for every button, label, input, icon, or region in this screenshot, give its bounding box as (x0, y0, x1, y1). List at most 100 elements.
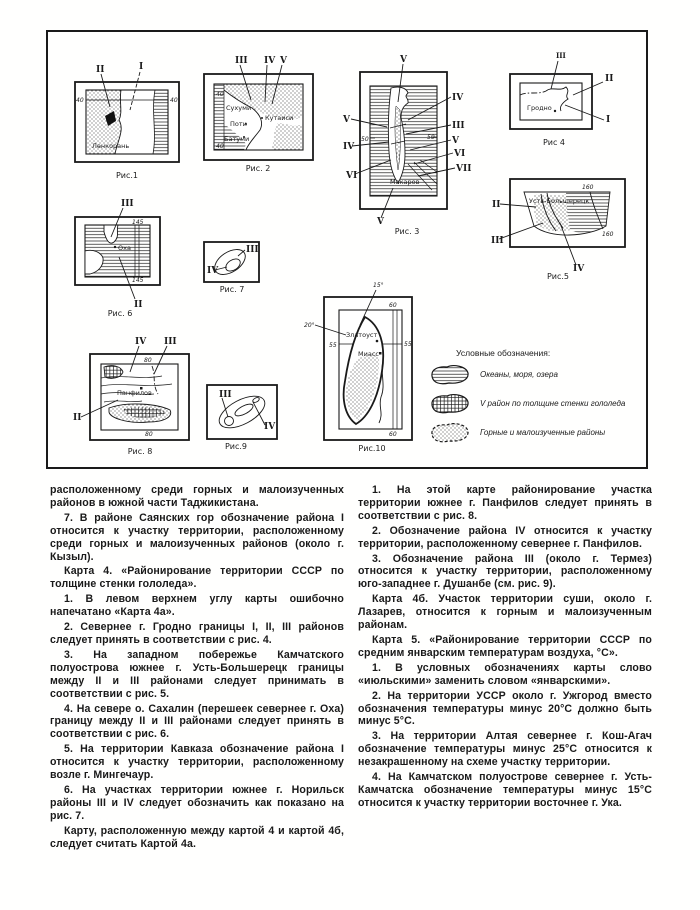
latitude-label: 40 (216, 91, 224, 98)
figure-caption: Рис. 3 (395, 227, 420, 236)
roman-numeral-label: II (96, 65, 104, 75)
mountain-region (224, 84, 303, 120)
paragraph: Карта 4б. Участок территории суши, около… (358, 593, 653, 632)
paragraph: 4. На Камчатском полуострове севернее г.… (358, 771, 652, 809)
legend-item: Океаны, моря, озера (428, 363, 646, 387)
latitude-label: 40 (76, 97, 84, 104)
paragraph: 2. Севернее г. Гродно границы I, II, III… (50, 621, 344, 646)
latitude-label: 50 (361, 136, 369, 143)
roman-numeral-label: II (492, 200, 500, 210)
mountain-region (86, 90, 122, 154)
map-legend: Условные обозначения: Океаны, моря, озер… (428, 348, 646, 445)
sea-region (152, 89, 169, 155)
longitude-label: 160 (602, 231, 614, 238)
mountain-region (272, 122, 303, 150)
roman-numeral-label: V (451, 136, 460, 146)
legend-title: Условные обозначения: (456, 348, 551, 358)
figure-caption: Рис. 6 (108, 309, 133, 318)
latitude-label: 55 (404, 341, 412, 348)
city-label: Поти (230, 120, 247, 128)
figure-8-map: Панфилов 80 80 IV III II Рис. 8 (73, 337, 190, 456)
city-label: Макаров (390, 178, 420, 186)
figure-panel: 40 40 II I Ленкорань Рис.1 Суху (46, 30, 648, 469)
city-label: Миасс (358, 350, 379, 358)
paragraph: 1. В левом верхнем углу карты ошибочно н… (50, 593, 344, 619)
roman-numeral-label: IV (135, 337, 147, 347)
sea-region (566, 192, 610, 233)
body-text: расположенному среди горных и малоизучен… (50, 484, 652, 852)
land-region (84, 249, 104, 275)
longitude-label: 60 (389, 302, 397, 309)
figure-3-map: 50 50 Макаров V V IV VI IV III V VI VII (342, 55, 471, 236)
district-region (123, 407, 166, 418)
paragraph: 5. На территории Кавказа обозначение рай… (50, 743, 344, 782)
roman-numeral-label: III (246, 245, 259, 255)
roman-numeral-label: III (121, 199, 134, 209)
paragraph: 2. Обозначение района IV относится к уча… (358, 524, 652, 550)
paragraph: 3. На западном побережье Камчатского пол… (50, 648, 344, 700)
paragraph: 1. В условных обозначениях карты слово «… (358, 661, 652, 687)
city-label: Оха (118, 244, 131, 252)
roman-numeral-label: IV (343, 142, 355, 152)
paragraph: 6. На участках территории южнее г. Норил… (50, 783, 344, 822)
mountain-region (346, 354, 380, 421)
mountain-strip (394, 105, 401, 171)
figure-5-map: Усть-Большерецк 160 160 II III IV Рис.5 (491, 178, 626, 281)
roman-numeral-label: I (606, 115, 610, 125)
longitude-label: 60 (389, 431, 397, 438)
latitude-label: 55 (329, 342, 337, 349)
figures-drawing: 40 40 II I Ленкорань Рис.1 Суху (73, 51, 626, 456)
roman-numeral-label: VI (345, 171, 357, 181)
roman-numeral-label: IV (452, 93, 464, 103)
figure-6-map: Оха 145 145 III II Рис. 6 (74, 199, 161, 318)
figure-caption: Рис.10 (358, 444, 385, 453)
sea-region (224, 124, 246, 150)
city-label: Гродно (527, 104, 552, 112)
longitude-label: 145 (132, 277, 144, 284)
text-column-right: 1. На этой карте районирование участка т… (358, 484, 652, 852)
paragraph: 4. На севере о. Сахалин (перешеек северн… (50, 702, 344, 741)
latitude-label: 50 (427, 134, 435, 141)
city-label: Сухуми (226, 104, 251, 112)
roman-numeral-label: III (164, 337, 177, 347)
roman-numeral-label: IV (573, 264, 585, 274)
roman-numeral-label: III (491, 236, 504, 246)
figure-2-map: Сухуми Поти Батуми Кутаиси 40 40 III IV … (203, 56, 314, 173)
paragraph: Карта 5. «Районирование территории СССР … (358, 633, 652, 659)
figure-caption: Рис. 8 (128, 447, 153, 456)
figure-7-diagram: III IV Рис. 7 (203, 241, 260, 294)
latitude-label: 80 (145, 431, 153, 438)
figure-caption: Рис. 7 (220, 285, 245, 294)
roman-numeral-label: II (134, 300, 142, 310)
figure-9-diagram: III IV Рис.9 (206, 384, 278, 451)
paragraph: 2. На территории УССР около г. Ужгород в… (358, 689, 652, 728)
roman-numeral-label: III (556, 51, 566, 60)
roman-numeral-label: IV (264, 56, 276, 66)
figure-caption: Рис.5 (547, 272, 569, 281)
roman-numeral-label: II (73, 413, 81, 423)
figure-caption: Рис. 2 (246, 164, 271, 173)
legend-label: V район по толщине стенки гололеда (480, 399, 626, 408)
legend-label: Горные и малоизученные районы (480, 428, 606, 437)
roman-numeral-label: III (219, 390, 232, 400)
paragraph: 3. Обозначение района III (около г. Терм… (358, 552, 652, 591)
roman-numeral-label: II (605, 74, 613, 84)
legend-label: Океаны, моря, озера (480, 370, 558, 379)
text-column-left: расположенному среди горных и малоизучен… (50, 484, 344, 852)
longitude-label: 160 (582, 184, 594, 191)
paragraph: расположенному среди горных и малоизучен… (50, 484, 344, 509)
longitude-label: 145 (132, 219, 144, 226)
meridian-label: 15° (373, 282, 384, 289)
legend-item: Горные и малоизученные районы (428, 421, 646, 445)
roman-numeral-label: VI (453, 149, 465, 159)
meridian-label: 20° (304, 322, 315, 329)
roman-numeral-label: V (376, 217, 385, 227)
dots-swatch-icon (431, 423, 469, 443)
city-label: Ленкорань (92, 142, 129, 150)
city-label: Усть-Большерецк (529, 197, 589, 205)
roman-numeral-label: III (235, 56, 248, 66)
roman-numeral-label: VII (455, 164, 471, 174)
district-region (103, 365, 124, 379)
city-label: Батуми (224, 135, 249, 143)
